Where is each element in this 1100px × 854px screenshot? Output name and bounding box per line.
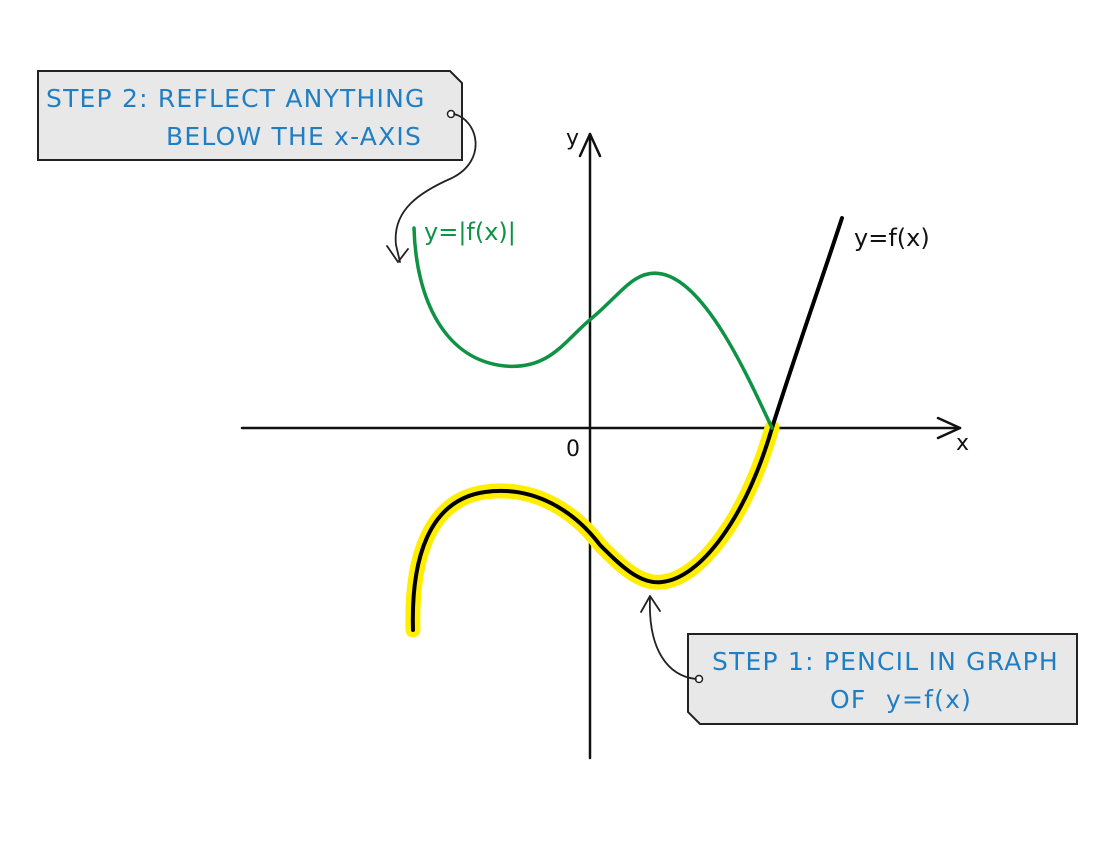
step-1-tag: STEP 1: PENCIL IN GRAPH OF y=f(x) bbox=[687, 633, 1078, 725]
y-axis-arrowhead bbox=[578, 132, 602, 158]
original-curve-above-axis bbox=[770, 216, 844, 430]
x-axis-arrowhead bbox=[936, 416, 962, 440]
highlight-below-axis bbox=[405, 420, 780, 638]
origin-label: 0 bbox=[566, 437, 580, 462]
modulus-curve-label: y=|f(x)| bbox=[424, 218, 516, 246]
modulus-curve bbox=[412, 226, 774, 430]
step-2-line-1: STEP 2: REFLECT ANYTHING bbox=[46, 84, 426, 113]
y-axis-label: y bbox=[566, 126, 579, 151]
axes: y x 0 bbox=[240, 126, 969, 760]
step-2-tag: STEP 2: REFLECT ANYTHING BELOW THE x-AXI… bbox=[37, 70, 463, 161]
step-2-connector bbox=[394, 113, 477, 263]
step-1-line-2-equation: y=f(x) bbox=[886, 685, 972, 714]
x-axis-label: x bbox=[956, 431, 969, 456]
step-1-line-1: STEP 1: PENCIL IN GRAPH bbox=[712, 647, 1059, 676]
step-1-line-2-prefix: OF bbox=[830, 685, 866, 714]
original-curve-label: y=f(x) bbox=[854, 224, 930, 252]
step-2-line-2: BELOW THE x-AXIS bbox=[166, 122, 422, 151]
original-curve-below-axis bbox=[410, 426, 774, 632]
step-2-connector-arrowhead bbox=[386, 245, 409, 263]
step-1-tag-shape bbox=[687, 633, 1078, 725]
step-2-tag-shape bbox=[37, 70, 463, 161]
step-1-connector-arrowhead bbox=[640, 595, 661, 613]
step-1-connector bbox=[649, 597, 697, 680]
